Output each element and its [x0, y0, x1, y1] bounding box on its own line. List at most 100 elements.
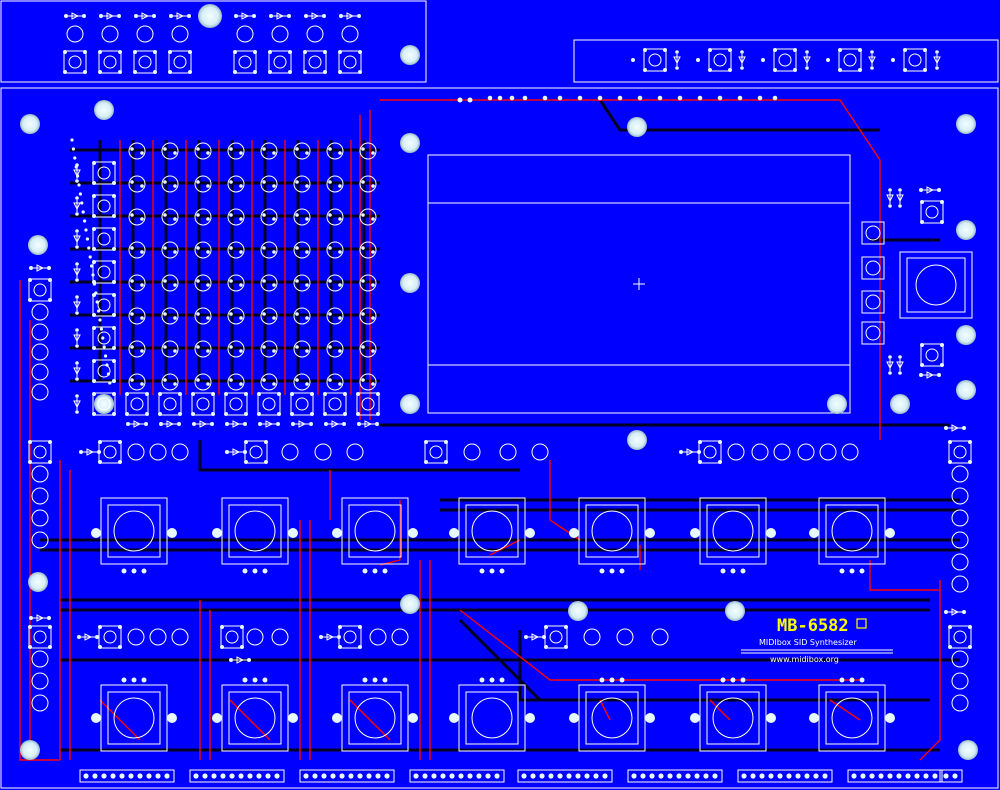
pad-icon [173, 382, 177, 386]
pad-icon [717, 95, 723, 101]
led-icon [260, 373, 278, 391]
led-icon [797, 443, 815, 461]
mounting-hole-icon [956, 114, 976, 134]
led-icon [293, 274, 311, 292]
diode-icon [304, 12, 326, 20]
diode-icon [886, 355, 894, 375]
pad-icon [305, 250, 309, 254]
pad-icon [71, 147, 75, 151]
pad-icon [130, 213, 134, 217]
pad-icon [272, 151, 276, 155]
board-subtitle: MIDIbox SID Synthesizer [759, 638, 857, 647]
pad-icon [140, 217, 144, 221]
pushbutton-icon [92, 161, 116, 185]
mounting-hole-icon [627, 117, 647, 137]
diode-icon [73, 394, 81, 414]
pad-icon [130, 312, 134, 316]
pad-icon [262, 378, 266, 382]
pad-icon [262, 345, 266, 349]
pad-icon [361, 279, 365, 283]
led-icon [194, 208, 212, 226]
pad-icon [70, 138, 74, 142]
diode-icon [679, 448, 701, 456]
pad-icon [206, 349, 210, 353]
pad-icon [305, 349, 309, 353]
diode-icon [944, 424, 966, 432]
pad-icon [206, 283, 210, 287]
pad-icon [88, 255, 92, 259]
pad-icon [239, 316, 243, 320]
diode-icon [79, 448, 101, 456]
encoder-icon [91, 497, 177, 574]
led-icon [31, 343, 49, 361]
pushbutton-icon [224, 392, 248, 416]
pushbutton-icon [920, 200, 944, 224]
mounting-hole-icon [28, 572, 48, 592]
led-icon [293, 208, 311, 226]
led-icon [951, 553, 969, 571]
diode-icon [896, 188, 904, 208]
pushbutton-icon [168, 50, 192, 74]
pad-icon [696, 58, 700, 62]
pushbutton-icon [948, 625, 972, 649]
pad-icon [163, 213, 167, 217]
led-icon [359, 307, 377, 325]
pad-icon [272, 382, 276, 386]
led-icon [161, 373, 179, 391]
pad-icon [196, 279, 200, 283]
diode-icon [234, 12, 256, 20]
pad-icon [206, 316, 210, 320]
pad-icon [229, 312, 233, 316]
pushbutton-icon [424, 440, 448, 464]
pad-icon [305, 283, 309, 287]
pushbutton-icon [133, 50, 157, 74]
mounting-hole-icon [958, 740, 978, 760]
pushbutton-icon [98, 440, 122, 464]
pad-icon [173, 316, 177, 320]
led-icon [171, 443, 189, 461]
led-icon [841, 443, 859, 461]
diode-icon [673, 50, 681, 70]
mounting-hole-icon [956, 220, 976, 240]
led-icon [227, 175, 245, 193]
pad-icon [272, 217, 276, 221]
pad-icon [94, 291, 98, 295]
pushbutton-icon [233, 50, 257, 74]
pad-icon [487, 95, 493, 101]
pad-icon [196, 147, 200, 151]
led-icon [865, 294, 881, 310]
pad-icon [361, 312, 365, 316]
pad-icon [140, 184, 144, 188]
pushbutton-icon [244, 440, 268, 464]
led-icon [861, 321, 885, 345]
led-icon [66, 25, 84, 43]
pushbutton-icon [92, 227, 116, 251]
mounting-hole-icon [890, 394, 910, 414]
led-icon [651, 628, 669, 646]
pad-icon [173, 250, 177, 254]
diode-icon [73, 163, 81, 183]
diode-icon [357, 420, 379, 428]
mounting-hole-icon [956, 325, 976, 345]
pad-icon [90, 264, 94, 268]
pad-icon [239, 184, 243, 188]
led-icon [951, 487, 969, 505]
pad-icon [262, 312, 266, 316]
led-icon [583, 628, 601, 646]
pushbutton-icon [773, 48, 797, 72]
pad-icon [229, 279, 233, 283]
led-icon [31, 694, 49, 712]
pad-icon [467, 97, 473, 103]
led-icon [727, 443, 745, 461]
led-icon [128, 373, 146, 391]
pad-icon [597, 95, 603, 101]
pad-icon [196, 312, 200, 316]
led-icon [271, 25, 289, 43]
diode-icon [803, 50, 811, 70]
led-icon [31, 363, 49, 381]
pad-icon [295, 246, 299, 250]
encoder-icon [569, 677, 655, 752]
pad-icon [173, 184, 177, 188]
led-icon [865, 225, 881, 241]
